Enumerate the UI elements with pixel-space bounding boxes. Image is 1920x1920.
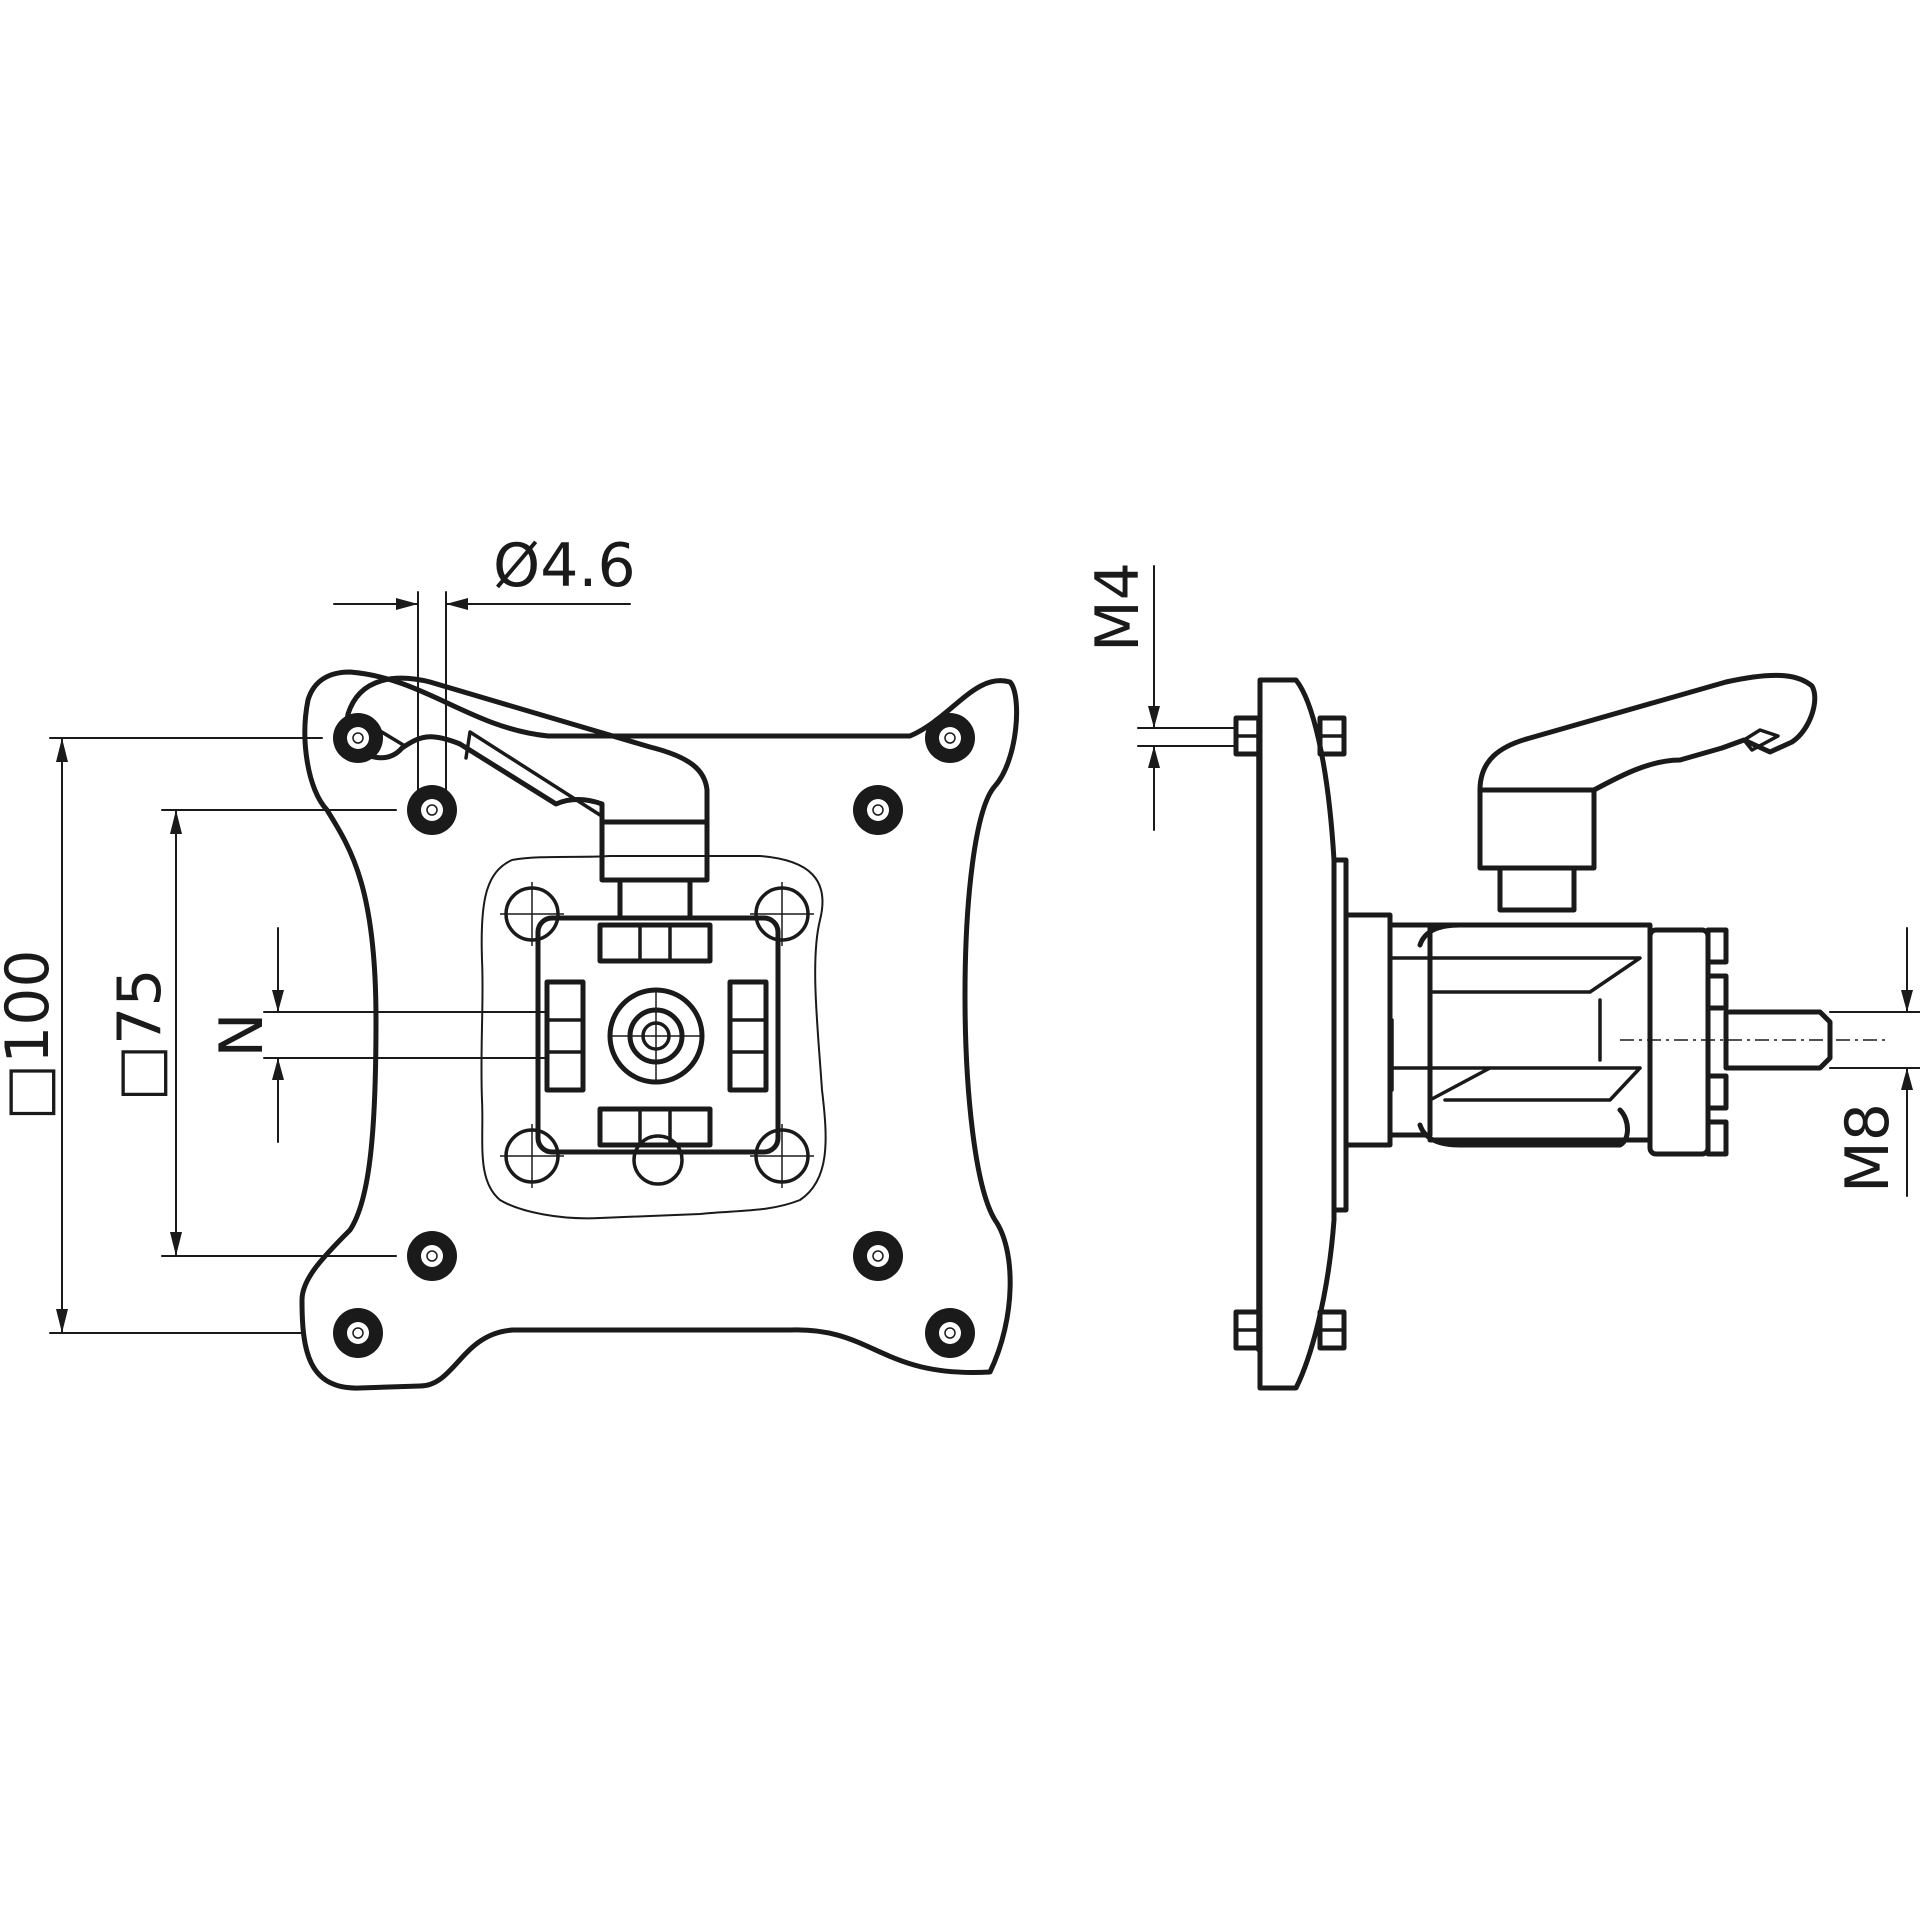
screw-100-top-right bbox=[925, 713, 975, 763]
side-view: M4 M8 bbox=[1083, 562, 1920, 1391]
front-view: Ø4.6 □100 □75 N bbox=[0, 531, 1020, 1391]
dim-hole-diameter: Ø4.6 bbox=[333, 531, 636, 809]
screw-75-bottom-right bbox=[853, 1231, 903, 1281]
screw-100-bottom-right bbox=[925, 1308, 975, 1358]
front-hub-plate bbox=[535, 915, 781, 1155]
side-hub-body bbox=[1331, 857, 1729, 1213]
dim-stud-thread-label: M8 bbox=[1833, 1103, 1903, 1193]
side-stud bbox=[1620, 1009, 1890, 1071]
front-knob-neck bbox=[617, 877, 693, 921]
dim-hole-diameter-label: Ø4.6 bbox=[493, 531, 636, 601]
dim-pattern-75: □75 bbox=[105, 809, 397, 1257]
side-plate bbox=[1257, 677, 1337, 1391]
dim-screw-front: M4 bbox=[1083, 562, 1237, 831]
dim-pattern-75-label: □75 bbox=[105, 968, 175, 1101]
front-hub-outline bbox=[480, 855, 827, 1220]
dim-stud-thread: M8 bbox=[1829, 927, 1920, 1197]
front-lever-handle bbox=[344, 675, 710, 825]
screw-75-top-right bbox=[853, 785, 903, 835]
side-lever-handle bbox=[1477, 672, 1818, 913]
front-mount-screws bbox=[333, 713, 975, 1358]
dim-pattern-100: □100 bbox=[0, 737, 323, 1334]
dim-screw-front-label: M4 bbox=[1083, 562, 1153, 652]
screw-75-top-left bbox=[407, 785, 457, 835]
front-plate-outline bbox=[299, 669, 1020, 1391]
front-slot-blocks bbox=[544, 922, 769, 1148]
dim-slot-width: N bbox=[207, 927, 548, 1143]
side-screws bbox=[1233, 715, 1347, 1351]
dim-pattern-100-label: □100 bbox=[0, 949, 63, 1120]
front-knob-block bbox=[599, 819, 710, 883]
screw-100-top-left bbox=[333, 713, 383, 763]
screw-100-bottom-left bbox=[333, 1308, 383, 1358]
screw-75-bottom-left bbox=[407, 1231, 457, 1281]
dim-slot-width-label: N bbox=[207, 1013, 277, 1058]
front-center-marks bbox=[500, 882, 814, 1188]
